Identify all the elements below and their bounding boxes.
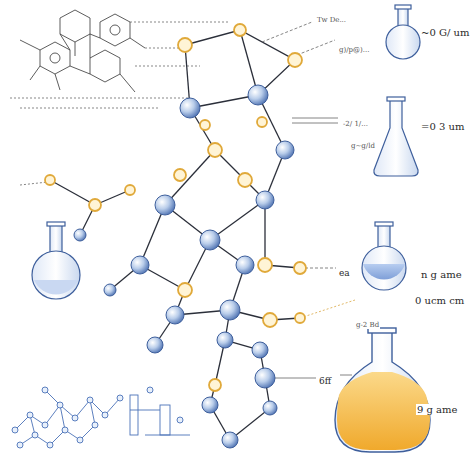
label-holder: ea (338, 262, 351, 280)
label-holder: ~0 G/ um (420, 22, 470, 40)
label-holder: n g ame (420, 264, 463, 282)
label-holder: g~g/ld (350, 134, 376, 152)
label-holder: g)/p@)... (338, 38, 370, 56)
label-holder: Tw De... (316, 8, 347, 26)
note-label: 6ff (318, 376, 332, 386)
note-label: ~0 G/ um (420, 27, 470, 38)
note-label: =0 3 um (420, 121, 465, 132)
note-label: Tw De... (316, 16, 347, 24)
label-holder: 0 ucm cm (414, 290, 465, 308)
note-label: g~g/ld (350, 142, 376, 150)
note-label: -2/ 1/... (342, 120, 369, 128)
label-holder: -2/ 1/... (342, 112, 369, 130)
label-holder: g-2 Bd (355, 313, 380, 331)
note-label: ea (338, 268, 351, 278)
label-holder: =0 3 um (420, 116, 465, 134)
note-label: n g ame (420, 269, 463, 280)
label-holder: 6ff (318, 370, 332, 388)
note-label: 0 ucm cm (414, 295, 465, 306)
note-label: g)/p@)... (338, 46, 370, 54)
note-label: 9 g ame (416, 404, 458, 415)
note-label: g-2 Bd (355, 321, 380, 329)
label-holder: 9 g ame (416, 399, 458, 417)
